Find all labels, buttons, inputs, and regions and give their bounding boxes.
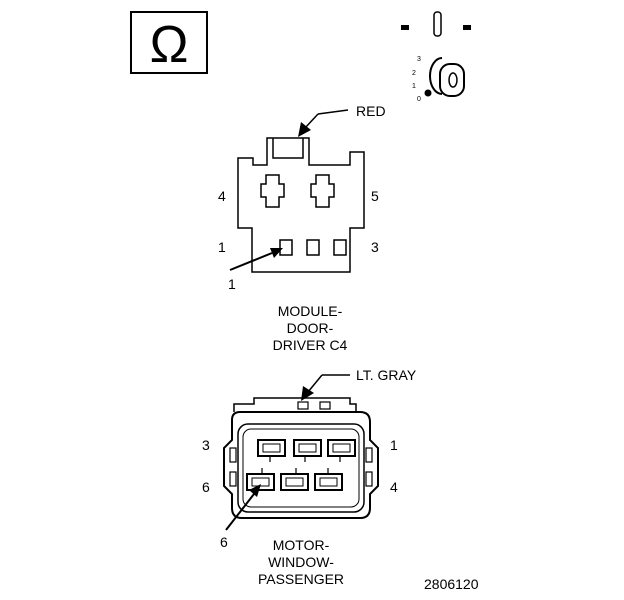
- c4-cavity-5: [310, 174, 335, 208]
- motor-pin-label-3: 3: [202, 437, 210, 453]
- ignition-pos-3: 3: [417, 56, 421, 63]
- c4-pin-label-3: 3: [371, 239, 379, 255]
- connector-c4: RED 4 5 1 3 1 MODULE- DOOR- DRIVER C4: [218, 103, 386, 353]
- c4-caption-line-1: MODULE-: [278, 303, 343, 319]
- c4-pin1-arrow: [270, 248, 283, 258]
- c4-pin-label-4: 4: [218, 188, 226, 204]
- c4-cavity-3: [333, 239, 347, 256]
- c4-caption-line-3: DRIVER C4: [273, 337, 348, 353]
- motor-color-arrow: [301, 386, 314, 401]
- ignition-pos-2: 2: [412, 70, 416, 77]
- motor-callout-pin: 6: [220, 534, 228, 550]
- ignition-pos-1: 1: [412, 83, 416, 90]
- motor-pin-label-1: 1: [390, 437, 398, 453]
- c4-cavity-1: [279, 239, 293, 256]
- c4-cavity-4: [260, 174, 285, 208]
- connector-motor-window: LT. GRAY 3 1 6 4 6 MOTOR- WINDOW- PASSEN…: [202, 367, 417, 587]
- motor-caption-line-2: WINDOW-: [268, 554, 334, 570]
- motor-pin6-arrow: [249, 484, 261, 497]
- c4-color-arrow: [298, 122, 311, 137]
- motor-latch: [233, 397, 357, 412]
- ignition-switch-icon: 3 2 1 0: [401, 11, 471, 103]
- c4-caption-line-2: DOOR-: [287, 320, 334, 336]
- ohmmeter-icon: Ω: [130, 11, 208, 74]
- motor-caption-line-1: MOTOR-: [273, 537, 330, 553]
- c4-cavity-2: [306, 239, 320, 256]
- motor-color-label: LT. GRAY: [356, 367, 417, 383]
- ignition-pos-0: 0: [417, 96, 421, 103]
- ohm-symbol: Ω: [150, 16, 189, 74]
- c4-callout-pin: 1: [228, 276, 236, 292]
- motor-caption-line-3: PASSENGER: [258, 571, 344, 587]
- c4-pin-label-1: 1: [218, 239, 226, 255]
- figure-number: 2806120: [424, 576, 479, 592]
- c4-housing: [237, 137, 365, 273]
- motor-pin-label-4: 4: [390, 479, 398, 495]
- c4-color-label: RED: [356, 103, 386, 119]
- c4-pin-label-5: 5: [371, 188, 379, 204]
- motor-pin-label-6: 6: [202, 479, 210, 495]
